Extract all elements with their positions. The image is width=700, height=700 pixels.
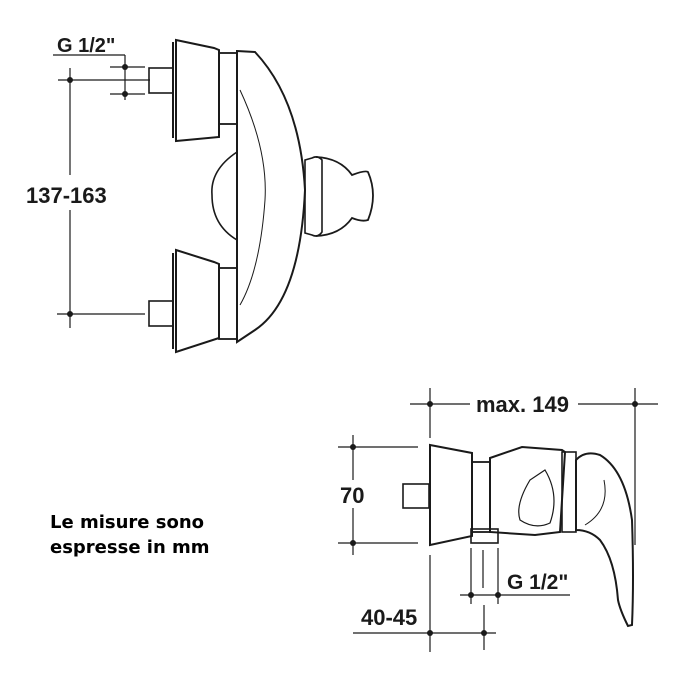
units-note-line2: espresse in mm [50,537,210,558]
top-thread-label: G 1/2" [57,35,115,57]
center-distance-label: 137-163 [26,183,107,208]
top-view [53,38,374,354]
outlet-thread-label: G 1/2" [507,571,568,594]
units-note-line1: Le misure sono [50,512,205,533]
height-label: 70 [340,483,364,508]
units-note: Le misure sono espresse in mm [50,510,210,560]
depth-label: max. 149 [476,392,569,417]
dimension-markers [67,64,638,636]
eccentric-label: 40-45 [361,605,417,630]
side-view [338,388,658,652]
